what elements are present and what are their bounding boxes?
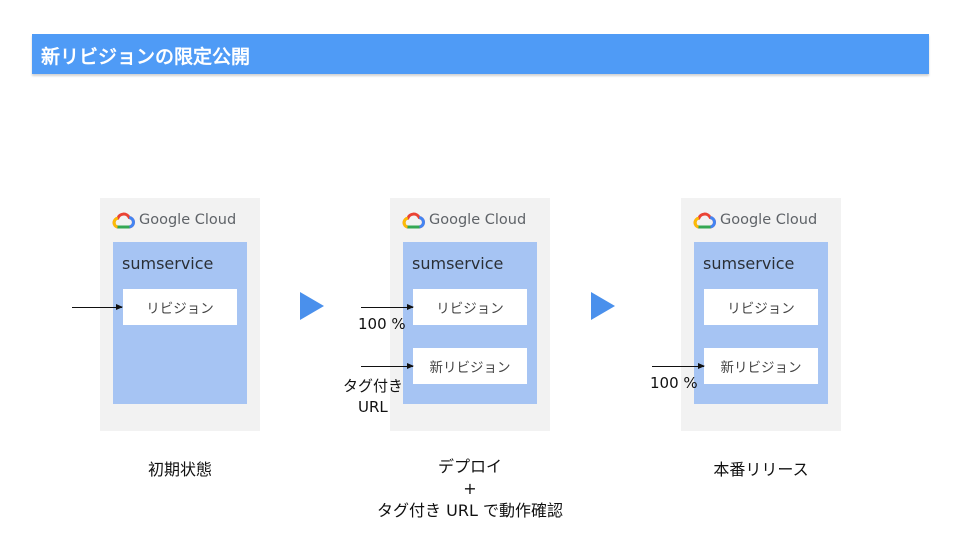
google-cloud-text: Google Cloud xyxy=(139,212,237,228)
stage-3-panel: Google Cloud sumservice リビジョン 新リビジョン xyxy=(681,198,841,431)
stage-2-panel: Google Cloud sumservice リビジョン 新リビジョン xyxy=(390,198,550,431)
google-cloud-logo-icon xyxy=(402,212,425,229)
caption-line: タグ付き URL で動作確認 xyxy=(377,501,563,520)
url-label: URL xyxy=(358,398,388,416)
service-box: sumservice リビジョン 新リビジョン xyxy=(403,242,537,404)
revision-box: リビジョン xyxy=(123,289,237,325)
caption-line: デプロイ xyxy=(437,457,502,476)
service-box: sumservice リビジョン 新リビジョン xyxy=(694,242,828,404)
revision-box: リビジョン xyxy=(413,289,527,325)
google-cloud-brand: Google Cloud xyxy=(402,211,542,231)
google-cloud-brand: Google Cloud xyxy=(693,211,833,231)
google-cloud-logo-icon xyxy=(693,212,716,229)
stage-1-panel: Google Cloud sumservice リビジョン xyxy=(100,198,260,431)
traffic-arrow xyxy=(361,304,414,310)
new-revision-box: 新リビジョン xyxy=(704,348,818,384)
traffic-percent-label: 100 % xyxy=(358,315,406,333)
stage-2-caption: デプロイ + タグ付き URL で動作確認 xyxy=(350,456,590,522)
tagged-label: タグ付き xyxy=(343,377,404,395)
google-cloud-brand: Google Cloud xyxy=(112,211,252,231)
traffic-arrow xyxy=(72,304,123,310)
revision-box: リビジョン xyxy=(704,289,818,325)
title-bar: 新リビジョンの限定公開 xyxy=(32,34,929,74)
stage-3-caption: 本番リリース xyxy=(681,456,841,480)
step-arrow-icon xyxy=(591,292,615,320)
caption-line: 本番リリース xyxy=(713,460,809,479)
caption-plus: + xyxy=(463,479,477,498)
service-box: sumservice リビジョン xyxy=(113,242,247,404)
stage-1-caption: 初期状態 xyxy=(100,456,260,480)
google-cloud-logo-icon xyxy=(112,212,135,229)
step-arrow-icon xyxy=(300,292,324,320)
new-revision-box: 新リビジョン xyxy=(413,348,527,384)
google-cloud-text: Google Cloud xyxy=(429,212,527,228)
tagged-url-arrow xyxy=(361,363,414,369)
traffic-arrow xyxy=(652,363,705,369)
service-name: sumservice xyxy=(703,254,795,273)
caption-line: 初期状態 xyxy=(147,460,212,479)
service-name: sumservice xyxy=(122,254,214,273)
google-cloud-text: Google Cloud xyxy=(720,212,818,228)
page-title: 新リビジョンの限定公開 xyxy=(41,46,251,68)
traffic-percent-label: 100 % xyxy=(650,374,698,392)
service-name: sumservice xyxy=(412,254,504,273)
